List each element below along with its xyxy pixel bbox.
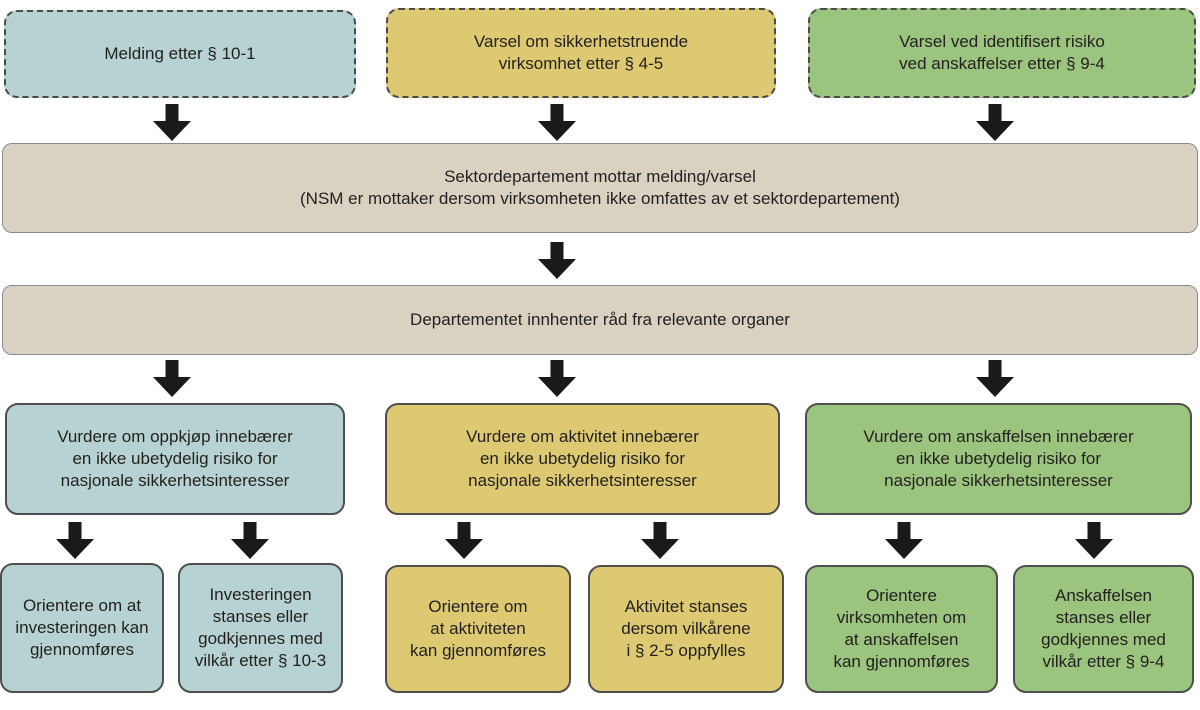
assessment-box-aktivitet-label: Vurdere om aktivitet innebærer en ikke u… — [466, 426, 699, 491]
outcome-box-investering-stanses: Investeringen stanses eller godkjennes m… — [178, 563, 343, 693]
arrow-down-icon — [56, 522, 94, 559]
outcome-box-anskaffelse-stanses: Anskaffelsen stanses eller godkjennes me… — [1013, 565, 1194, 693]
receive-box-line2: (NSM er mottaker dersom virksomheten ikk… — [300, 189, 900, 208]
arrow-down-icon — [153, 104, 191, 141]
outcome-label: Orientere om at investeringen kan gjenno… — [15, 595, 149, 660]
source-box-varsel-anskaffelse: Varsel ved identifisert risiko ved anska… — [808, 8, 1196, 98]
arrow-down-icon — [1075, 522, 1113, 559]
assessment-box-investering: Vurdere om oppkjøp innebærer en ikke ube… — [5, 403, 345, 515]
outcome-box-anskaffelse-gjennomfores: Orientere virksomheten om at anskaffelse… — [805, 565, 998, 693]
source-box-varsel-virksomhet-label: Varsel om sikkerhetstruende virksomhet e… — [473, 31, 689, 73]
advice-box: Departementet innhenter råd fra relevant… — [2, 285, 1198, 355]
source-box-melding-label: Melding etter § 10-1 — [104, 43, 256, 63]
arrow-down-icon — [538, 360, 576, 397]
source-box-varsel-anskaffelse-label: Varsel ved identifisert risiko ved anska… — [899, 31, 1105, 73]
assessment-box-anskaffelse-label: Vurdere om anskaffelsen innebærer en ikk… — [863, 426, 1134, 491]
source-box-varsel-virksomhet: Varsel om sikkerhetstruende virksomhet e… — [386, 8, 776, 98]
arrow-down-icon — [885, 522, 923, 559]
receive-box-line1: Sektordepartement mottar melding/varsel — [444, 166, 756, 186]
assessment-box-investering-label: Vurdere om oppkjøp innebærer en ikke ube… — [57, 426, 293, 491]
arrow-down-icon — [538, 104, 576, 141]
arrow-down-icon — [976, 360, 1014, 397]
outcome-label: Orientere om at aktiviteten kan gjennomf… — [409, 596, 547, 661]
outcome-box-investering-gjennomfores: Orientere om at investeringen kan gjenno… — [0, 563, 164, 693]
outcome-box-aktivitet-gjennomfores: Orientere om at aktiviteten kan gjennomf… — [385, 565, 571, 693]
outcome-label: Investeringen stanses eller godkjennes m… — [194, 584, 327, 671]
assessment-box-anskaffelse: Vurdere om anskaffelsen innebærer en ikk… — [805, 403, 1192, 515]
arrow-down-icon — [641, 522, 679, 559]
arrow-down-icon — [445, 522, 483, 559]
assessment-box-aktivitet: Vurdere om aktivitet innebærer en ikke u… — [385, 403, 780, 515]
receive-box: Sektordepartement mottar melding/varsel … — [2, 143, 1198, 233]
arrow-down-icon — [231, 522, 269, 559]
outcome-label: Aktivitet stanses dersom vilkårene i § 2… — [621, 596, 751, 661]
arrow-down-icon — [976, 104, 1014, 141]
outcome-box-aktivitet-stanses: Aktivitet stanses dersom vilkårene i § 2… — [588, 565, 784, 693]
arrow-down-icon — [538, 242, 576, 279]
advice-box-label: Departementet innhenter råd fra relevant… — [410, 309, 790, 329]
arrow-down-icon — [153, 360, 191, 397]
outcome-label: Orientere virksomheten om at anskaffelse… — [833, 585, 970, 672]
source-box-melding: Melding etter § 10-1 — [4, 10, 356, 98]
outcome-label: Anskaffelsen stanses eller godkjennes me… — [1041, 585, 1166, 672]
